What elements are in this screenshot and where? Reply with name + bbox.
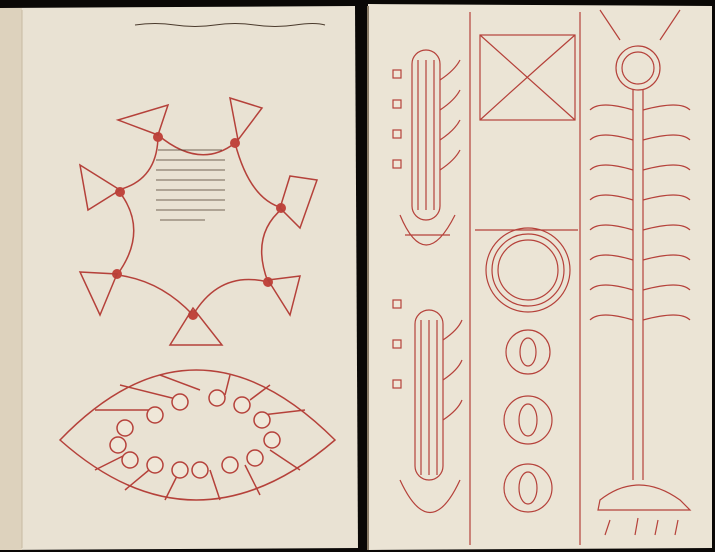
almond-figure bbox=[58, 369, 337, 501]
columns-with-heads bbox=[392, 49, 463, 513]
six-lobed-figure bbox=[78, 96, 319, 346]
left-folio bbox=[0, 6, 358, 550]
tree-with-branches bbox=[589, 9, 692, 536]
circle-stack bbox=[503, 329, 553, 513]
center-text-block bbox=[156, 149, 225, 221]
crossed-square bbox=[479, 34, 576, 121]
concentric-circles bbox=[485, 227, 571, 313]
heading-line bbox=[134, 23, 326, 27]
right-folio bbox=[367, 4, 712, 550]
